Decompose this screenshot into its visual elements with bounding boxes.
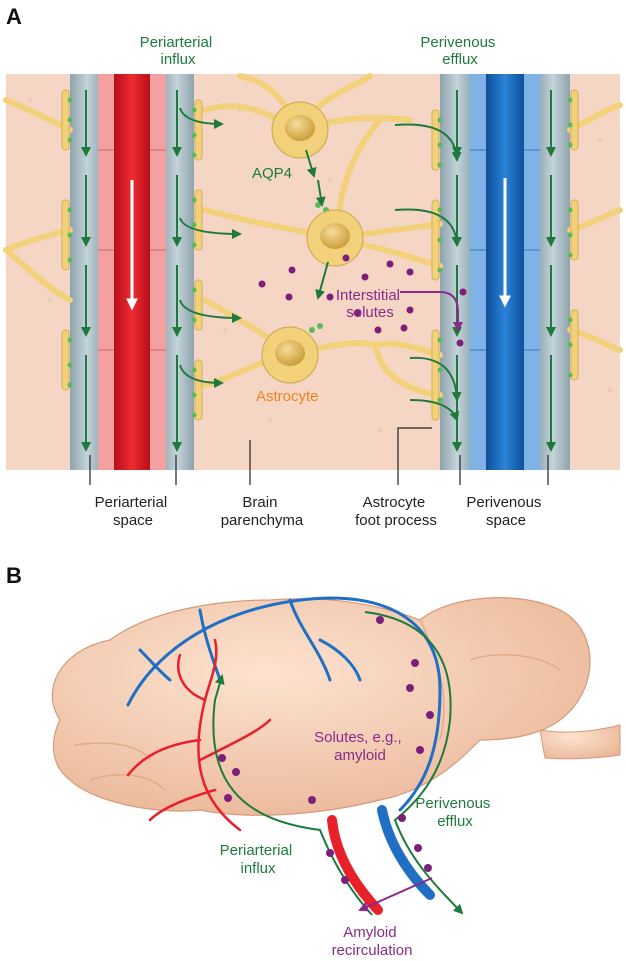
panel-a-letter: A [6,4,22,29]
brain [52,598,590,816]
perivenous-efflux-label-b: Perivenous efflux [415,795,494,830]
periarterial-influx-label: Periarterial influx [140,34,217,68]
amyloid-recirculation-label: Amyloid recirculation [332,924,413,959]
astrocyte-label: Astrocyte [256,388,319,405]
panel-b-letter: B [6,563,22,588]
perivenous-space-label: Perivenous space [466,494,545,529]
spinal-cord [540,725,620,759]
amyloid-recirculation-arrow [360,878,432,910]
periarterial-influx-label-b: Periarterial influx [220,842,297,877]
brain-parenchyma-label: Brain parenchyma [221,494,304,529]
descending-artery [332,820,378,910]
perivenous-space-right [536,74,570,470]
aqp4-label: AQP4 [252,165,292,182]
astrocyte-foot-process-label: Astrocyte foot process [355,494,437,529]
periarterial-space-label: Periarterial space [95,494,172,529]
perivenous-efflux-label: Perivenous efflux [420,34,499,68]
